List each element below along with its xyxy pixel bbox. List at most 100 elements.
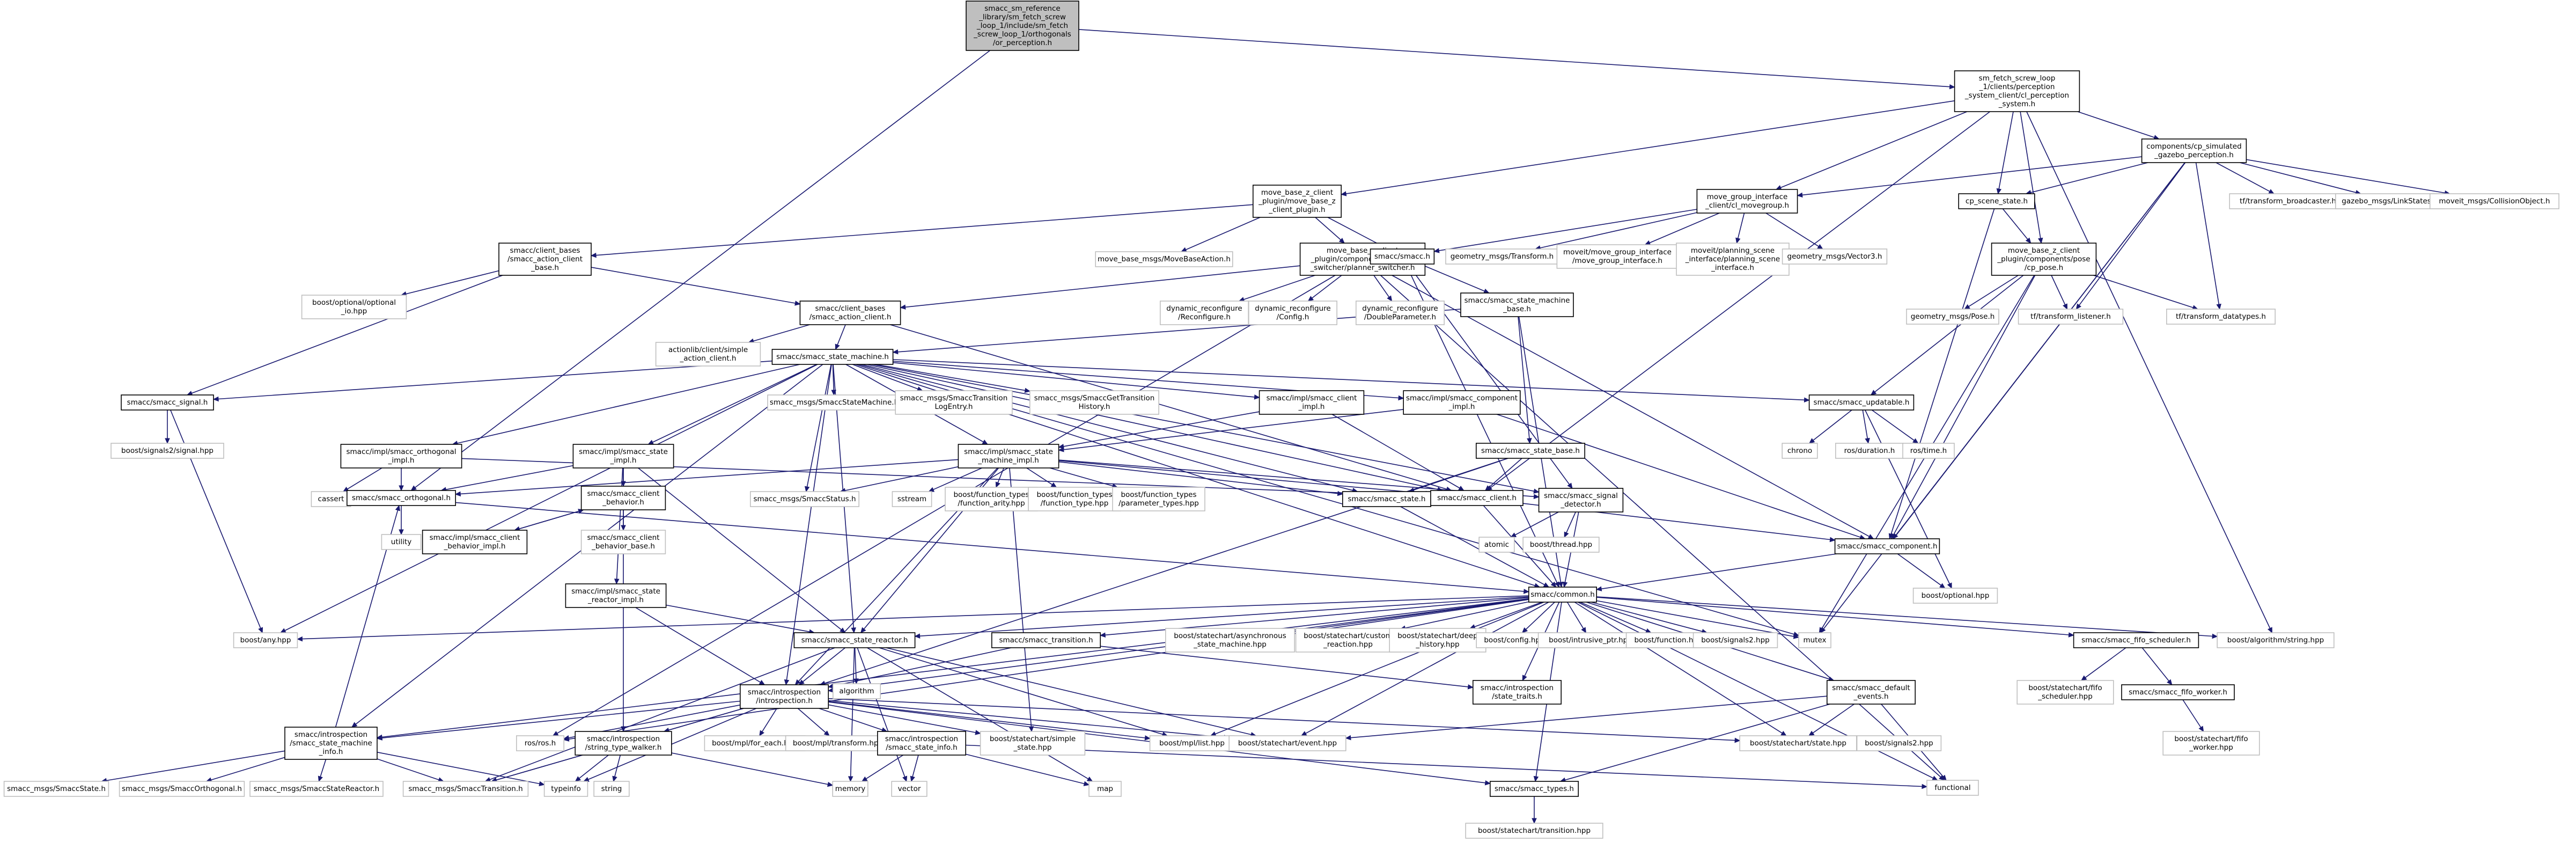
node-scomp[interactable]: smacc/smacc_component.h — [1834, 538, 1940, 554]
edge-line — [616, 467, 623, 580]
arrowhead-icon — [1870, 390, 1877, 396]
edge-plansw-to-dyndbl — [1373, 275, 1393, 302]
edge-stw-to-memory — [671, 752, 834, 787]
node-smacch[interactable]: smacc/smacc.h — [1370, 248, 1435, 265]
arrowhead-icon — [1086, 777, 1093, 782]
node-mbcp[interactable]: move_base_z_client_plugin/move_base_z_cl… — [1253, 185, 1342, 218]
edge-line — [1802, 156, 2142, 196]
node-scommon[interactable]: smacc/common.h — [1528, 587, 1598, 603]
node-ssig[interactable]: smacc/smacc_signal.h — [121, 394, 214, 411]
node-perc[interactable]: sm_fetch_screw_loop_1/clients/perception… — [1954, 70, 2080, 112]
node-stw[interactable]: smacc/introspection/string_type_walker.h — [575, 731, 672, 756]
edge-ssmimpl-to-bfparam — [1049, 467, 1118, 489]
node-sstate[interactable]: smacc/smacc_state.h — [1342, 491, 1432, 507]
node-compimpl[interactable]: smacc/impl/smacc_component_impl.h — [1403, 390, 1521, 415]
node-box — [1782, 248, 1888, 265]
edge-line — [2026, 111, 2271, 629]
node-smbase[interactable]: smacc/smacc_state_machine_base.h — [1460, 292, 1574, 317]
node-ssm[interactable]: smacc/smacc_state_machine.h — [771, 349, 894, 365]
node-box — [498, 243, 592, 276]
node-box — [1537, 632, 1644, 648]
arrowhead-icon — [1644, 240, 1651, 245]
arrowhead-icon — [258, 627, 263, 634]
node-defev[interactable]: smacc/smacc_default_events.h — [1827, 680, 1916, 705]
node-box — [1676, 243, 1790, 276]
edge-line — [871, 364, 1534, 492]
node-smi[interactable]: smacc/introspection/smacc_state_machine_… — [284, 727, 378, 760]
edge-line — [415, 50, 990, 488]
node-sreactor[interactable]: smacc/smacc_state_reactor.h — [793, 632, 916, 648]
node-cab[interactable]: smacc/client_bases/smacc_action_client_b… — [498, 243, 592, 276]
edge-ssm-to-msgtle — [852, 364, 923, 392]
edge-scommon-to-bconfig — [1521, 602, 1555, 633]
arrowhead-icon — [297, 636, 303, 642]
node-label: smacc/smacc_signal — [1544, 492, 1618, 500]
node-ssi[interactable]: smacc/introspection/smacc_state_info.h — [877, 731, 967, 756]
arrowhead-icon — [1829, 537, 1836, 543]
node-fifow[interactable]: smacc/smacc_fifo_worker.h — [2121, 684, 2235, 700]
node-root[interactable]: smacc_sm_reference_library/sm_fetch_scre… — [966, 1, 1079, 51]
node-label: smacc/impl/smacc_state — [579, 448, 668, 456]
edge-line — [1897, 553, 1941, 586]
edge-line — [2182, 699, 2202, 728]
node-box — [233, 632, 298, 648]
arrowhead-icon — [1595, 586, 1602, 591]
edge-plansw-to-functional — [1380, 275, 1945, 781]
node-box — [301, 295, 407, 319]
node-introh[interactable]: smacc/introspection/introspection.h — [740, 684, 829, 709]
edge-line — [2195, 162, 2220, 305]
node-cbehimpl[interactable]: smacc/impl/smacc_client_behavior_impl.h — [422, 530, 528, 554]
arrowhead-icon — [212, 396, 219, 402]
node-ssmimpl[interactable]: smacc/impl/smacc_state_machine_impl.h — [958, 444, 1059, 468]
node-cbeh[interactable]: smacc/smacc_client_behavior.h — [580, 486, 666, 510]
node-box — [593, 781, 630, 797]
node-cabh[interactable]: smacc/client_bases/smacc_action_client.h — [799, 301, 901, 325]
node-utility: utility — [381, 534, 422, 550]
edge-scommon-to-bsdeep — [1469, 602, 1542, 629]
node-box — [1460, 292, 1574, 317]
node-label: _behavior_impl.h — [444, 542, 506, 551]
node-label: /Config.h — [1277, 313, 1309, 321]
node-label: smacc/impl/smacc_client — [430, 533, 520, 542]
arrowhead-icon — [1734, 737, 1741, 743]
edge-sclient-to-scommon — [1483, 505, 1557, 588]
node-mgi[interactable]: move_group_interface_client/cl_movegroup… — [1696, 189, 1798, 214]
node-strans[interactable]: smacc/smacc_transition.h — [991, 632, 1101, 648]
arrowhead-icon — [1300, 731, 1307, 736]
arrowhead-icon — [2216, 303, 2221, 310]
node-statetraits[interactable]: smacc/introspection/state_traits.h — [1473, 680, 1562, 705]
arrowhead-icon — [2268, 189, 2275, 194]
node-label: _interface/planning_scene — [1685, 255, 1780, 263]
arrowhead-icon — [1912, 438, 1919, 444]
node-box — [2121, 684, 2235, 700]
edge-scommon-to-bany — [297, 595, 1529, 642]
node-box — [2141, 138, 2247, 163]
node-label: sstream — [897, 495, 926, 503]
node-srimpl[interactable]: smacc/impl/smacc_state_reactor_impl.h — [565, 583, 667, 608]
edge-line — [997, 467, 1004, 483]
node-sbase[interactable]: smacc/smacc_state_base.h — [1476, 443, 1586, 459]
node-stypes[interactable]: smacc/smacc_types.h — [1490, 781, 1579, 797]
node-climpl[interactable]: smacc/impl/smacc_client_impl.h — [1258, 390, 1365, 415]
node-gmtf: geometry_msgs/Transform.h — [1445, 248, 1559, 265]
node-fifos[interactable]: smacc/smacc_fifo_scheduler.h — [2073, 632, 2199, 648]
node-upd[interactable]: smacc/smacc_updatable.h — [1808, 394, 1915, 411]
node-box — [833, 683, 881, 699]
node-mbcpose[interactable]: move_base_z_client_plugin/components/pos… — [1991, 243, 2097, 276]
node-label: boost/any.hpp — [240, 636, 291, 645]
edge-cbeh-to-cbehbase — [621, 510, 626, 531]
node-orthimpl[interactable]: smacc/impl/smacc_orthogonal_impl.h — [340, 444, 462, 468]
node-sigdet[interactable]: smacc/smacc_signal_detector.h — [1538, 488, 1624, 512]
node-cpsim[interactable]: components/cp_simulated_gazebo_perceptio… — [2141, 138, 2247, 163]
node-label: /Reconfigure.h — [1178, 313, 1231, 321]
node-cpscene[interactable]: cp_scene_state.h — [1958, 193, 2035, 209]
arrowhead-icon — [1817, 244, 1823, 250]
node-orth[interactable]: smacc/smacc_orthogonal.h — [346, 490, 456, 506]
node-box — [284, 727, 378, 760]
edge-line — [1483, 505, 1554, 584]
edge-line — [832, 364, 834, 391]
node-stimpl[interactable]: smacc/impl/smacc_state_impl.h — [572, 444, 674, 468]
node-label: boost/signals2.hpp — [1701, 636, 1770, 645]
node-sclient[interactable]: smacc/smacc_client.h — [1430, 490, 1523, 506]
